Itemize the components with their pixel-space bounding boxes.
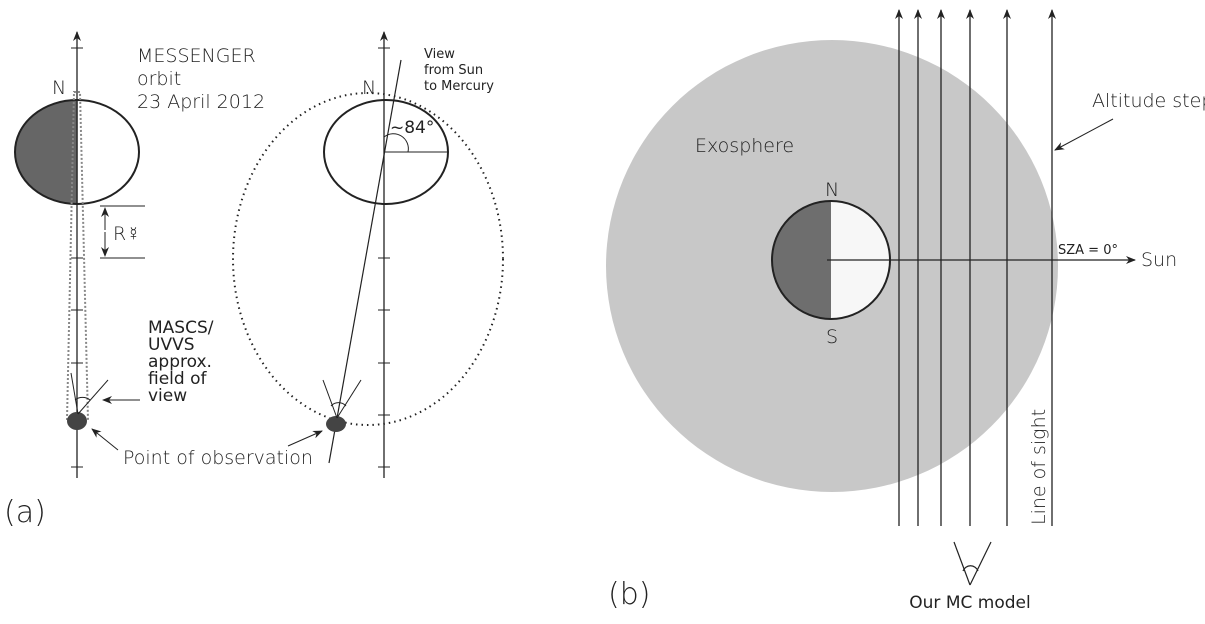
orbit-path-right xyxy=(232,92,504,426)
sza-label: SZA = 0° xyxy=(1058,243,1118,258)
model-label: Our MC model xyxy=(909,593,1030,613)
exosphere-label: Exosphere xyxy=(695,135,794,157)
view-label: View from Sun to Mercury xyxy=(424,47,494,94)
north-label-b: N xyxy=(825,179,839,201)
observation-arrow-right xyxy=(287,430,323,447)
panel-b: Exosphere N S SZA = 0° Sun Altitude step… xyxy=(606,9,1205,613)
fov-line: MASCS/ xyxy=(148,318,214,338)
axis-ticks-right xyxy=(378,47,390,468)
observation-label: Point of observation xyxy=(123,447,313,469)
altitude-arrow xyxy=(1054,118,1114,151)
north-label-right: N xyxy=(362,77,376,99)
panel-a: N MESSENGER orbit 23 April 2012 R☿ MASCS… xyxy=(4,31,504,530)
spacecraft-dot-right xyxy=(326,416,346,432)
radius-label: R☿ xyxy=(113,223,140,245)
observer-eye-icon xyxy=(953,541,992,586)
los-label: Line of sight xyxy=(1028,409,1050,525)
panel-a-label: (a) xyxy=(4,495,46,530)
title-line: 23 April 2012 xyxy=(137,91,265,113)
messenger-title: MESSENGER orbit 23 April 2012 xyxy=(137,45,265,113)
sun-label: Sun xyxy=(1141,249,1177,271)
fov-label: MASCS/ UVVS approx. field of view xyxy=(148,318,214,406)
fov-cone-right xyxy=(322,379,362,419)
fov-line: approx. xyxy=(148,352,212,372)
title-line: orbit xyxy=(137,68,181,90)
north-label-left: N xyxy=(52,77,66,99)
angle-label: ~84° xyxy=(390,118,434,138)
view-line: to Mercury xyxy=(424,79,494,94)
fov-line: UVVS xyxy=(148,335,195,355)
sun-view-line xyxy=(328,59,402,464)
orbit-path-left xyxy=(66,91,89,421)
lines-of-sight xyxy=(895,9,1056,526)
panel-b-label: (b) xyxy=(608,577,650,612)
view-line: from Sun xyxy=(424,63,483,78)
spacecraft-dot-left xyxy=(67,412,87,430)
altitude-label: Altitude steps xyxy=(1092,90,1205,112)
fov-cone-left xyxy=(70,372,109,415)
fov-line: field of xyxy=(148,369,207,389)
radius-dimension xyxy=(100,205,145,259)
south-label-b: S xyxy=(826,326,838,348)
fov-line: view xyxy=(148,386,187,406)
mercury-left xyxy=(14,99,140,205)
mercury-right xyxy=(323,99,449,205)
title-line: MESSENGER xyxy=(137,45,256,67)
view-line: View xyxy=(424,47,455,62)
observation-arrow-left xyxy=(91,428,119,451)
